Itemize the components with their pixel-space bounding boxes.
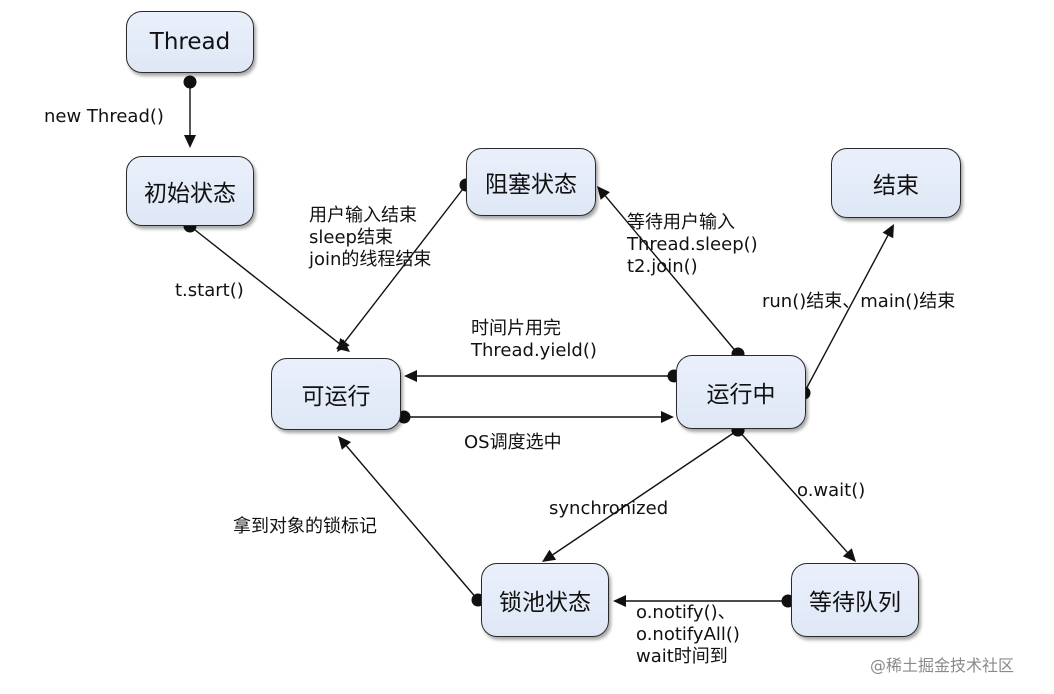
label-start: t.start() (175, 280, 244, 301)
edge-yield (404, 369, 681, 383)
state-wait-queue: 等待队列 (791, 563, 919, 637)
label-unblock-line: join的线程结束 (309, 249, 432, 270)
edge-synchronized-arrowhead (542, 549, 557, 562)
edge-finish-line (803, 235, 889, 394)
edge-schedule-arrowhead (661, 411, 674, 423)
edge-wait-line (737, 429, 848, 553)
label-block: 等待用户输入 Thread.sleep() t2.join() (627, 212, 758, 278)
label-block-line: Thread.sleep() (627, 234, 758, 255)
label-notify-line: o.notify()、 (636, 602, 736, 623)
edge-new-thread-arrowhead (184, 135, 196, 148)
edge-finish-arrowhead (882, 224, 894, 239)
label-unblock-line: sleep结束 (309, 227, 393, 248)
label-synchronized: synchronized (549, 498, 669, 519)
label-schedule: OS调度选中 (464, 432, 562, 453)
edge-acquire-lock-line (345, 445, 479, 601)
edge-schedule (397, 410, 674, 424)
edge-wait-arrowhead (842, 548, 856, 562)
label-yield: 时间片用完 Thread.yield() (471, 318, 597, 362)
edge-synchronized-line (552, 429, 739, 556)
edge-acquire-lock-arrowhead (338, 436, 352, 450)
label-notify-line: o.notifyAll() (636, 624, 740, 645)
label-yield-line: Thread.yield() (471, 340, 597, 361)
watermark: @稀土掘金技术社区 (870, 656, 1015, 675)
label-unblock-line: 用户输入结束 (309, 205, 417, 226)
state-blocked: 阻塞状态 (466, 148, 596, 216)
label-finish: run()结束、main()结束 (762, 291, 956, 312)
state-lock-pool: 锁池状态 (481, 563, 609, 637)
label-unblock: 用户输入结束 sleep结束 join的线程结束 (309, 205, 431, 271)
edge-notify-arrowhead (613, 595, 626, 607)
edge-new-thread-origin-dot (183, 75, 197, 89)
edge-block-line (604, 195, 739, 355)
edge-start-line (189, 225, 341, 345)
state-runnable: 可运行 (271, 358, 401, 430)
label-new-thread: new Thread() (44, 106, 164, 127)
state-initial: 初始状态 (126, 156, 254, 226)
edge-unblock-arrowhead (337, 338, 350, 352)
edge-block-arrowhead (597, 186, 610, 200)
edge-yield-arrowhead (404, 370, 417, 382)
edge-synchronized (542, 423, 745, 562)
state-thread: Thread (126, 11, 254, 73)
label-wait: o.wait() (797, 480, 866, 501)
label-notify: o.notify()、 o.notifyAll() wait时间到 (636, 602, 740, 668)
edge-unblock-line (344, 184, 467, 343)
edge-block (597, 186, 745, 361)
state-running: 运行中 (676, 355, 806, 429)
state-ended: 结束 (831, 148, 961, 218)
edge-new-thread (183, 75, 197, 148)
label-notify-line: wait时间到 (636, 646, 728, 667)
label-block-line: t2.join() (627, 256, 698, 277)
label-block-line: 等待用户输入 (627, 212, 735, 233)
label-yield-line: 时间片用完 (471, 318, 561, 339)
label-acquire-lock: 拿到对象的锁标记 (233, 516, 377, 537)
